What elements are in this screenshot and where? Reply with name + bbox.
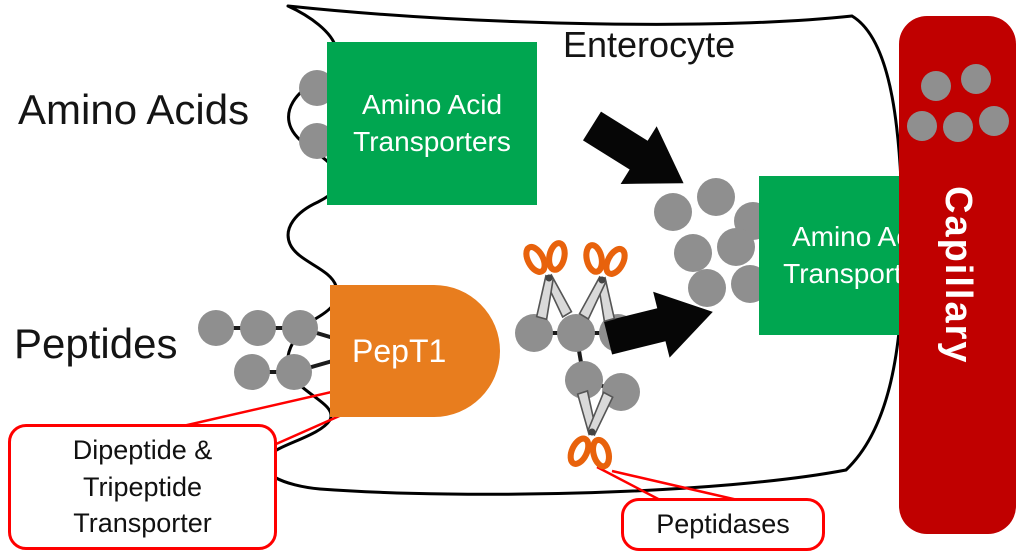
pept1-callout-line2: Tripeptide	[82, 471, 203, 502]
enterocyte-label: Enterocyte	[563, 24, 736, 65]
amino-acid-molecules-left	[299, 70, 335, 159]
peptidases-callout-label: Peptidases	[656, 509, 790, 540]
peptidases-callout: Peptidases	[621, 498, 825, 551]
blood-amino-acid-dot	[943, 112, 973, 142]
scissors-icon	[567, 390, 618, 470]
flow-arrow-middle	[603, 291, 713, 358]
amino-acids-label: Amino Acids	[18, 86, 250, 133]
scissors-icon	[574, 242, 629, 323]
pept1-callout: Dipeptide & Tripeptide Transporter	[8, 424, 277, 550]
capillary: Capillary	[899, 16, 1016, 534]
amino-acid-transporter-box-apical: Amino Acid Transporters	[327, 42, 537, 205]
flow-arrow-top	[582, 111, 684, 184]
peptide-chains-lumen	[198, 310, 342, 390]
capillary-label: Capillary	[937, 185, 979, 365]
amino-acid-molecules-free	[654, 178, 772, 307]
pept1-transporter: PepT1	[330, 285, 500, 417]
pept1-callout-line3: Transporter	[73, 508, 212, 539]
transporter-label-line1: Amino Acid	[361, 89, 503, 121]
blood-amino-acid-dot	[907, 111, 937, 141]
blood-amino-acid-dot	[961, 64, 991, 94]
pept1-label: PepT1	[352, 332, 447, 369]
scissors-icon	[522, 240, 577, 321]
blood-amino-acid-dot	[979, 106, 1009, 136]
pept1-callout-line1: Dipeptide &	[72, 435, 213, 466]
blood-amino-acid-dot	[921, 71, 951, 101]
peptides-label: Peptides	[14, 320, 178, 367]
transporter-label-line2: Transporters	[353, 125, 511, 157]
